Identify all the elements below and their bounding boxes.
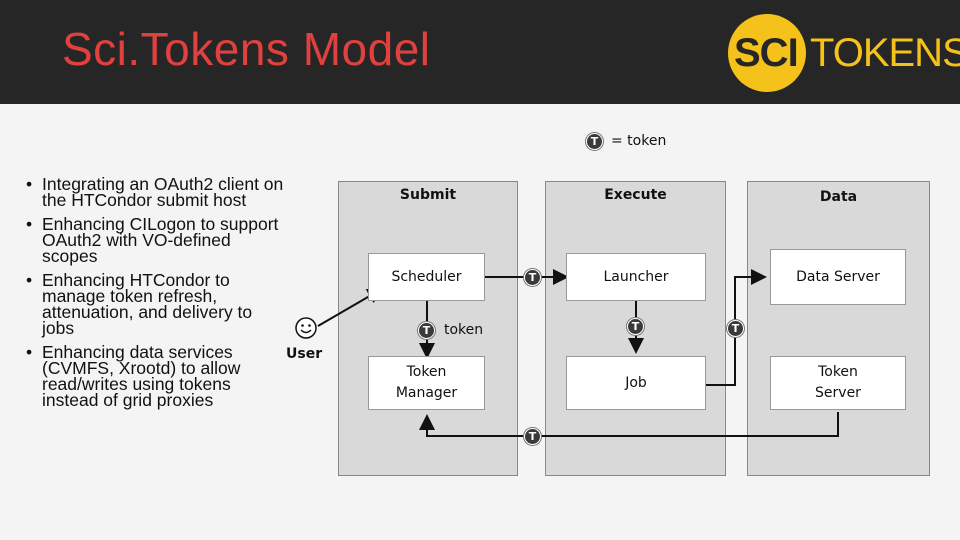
execute-panel [545, 181, 726, 476]
token-icon: T [418, 322, 435, 339]
bullet-list: Integrating an OAuth2 client on the HTCo… [26, 175, 286, 416]
token-icon: T [627, 318, 644, 335]
bullet-item: Enhancing data services (CVMFS, Xrootd) … [26, 343, 286, 409]
logo-tokens-text: TOKENS [810, 31, 960, 75]
execute-label: Execute [604, 187, 667, 203]
token-icon: T [586, 132, 603, 150]
bullet-item: Enhancing CILogon to support OAuth2 with… [26, 215, 286, 265]
launcher-box: Launcher [566, 253, 706, 301]
user-label: User [286, 346, 323, 362]
bullet-item: Enhancing HTCondor to manage token refre… [26, 271, 286, 337]
token-server-box: Token Server [770, 356, 906, 410]
logo-circle [728, 14, 806, 92]
job-box: Job [566, 356, 706, 410]
token-manager-box: Token Manager [368, 356, 485, 410]
token-icon: T [524, 269, 541, 286]
token-legend: T = token [586, 131, 666, 151]
logo-sci-text: SCI [734, 31, 799, 75]
legend-text: = token [611, 133, 667, 149]
token-icon: T [524, 428, 541, 445]
scitokens-logo: SCI TOKENS [728, 14, 960, 92]
user-smiley-icon [295, 317, 317, 339]
scheduler-box: Scheduler [368, 253, 485, 301]
token-text: token [444, 322, 484, 338]
submit-label: Submit [399, 187, 457, 203]
arrow-tokenserver-tokenmanager [419, 412, 839, 437]
bullet-item: Integrating an OAuth2 client on the HTCo… [26, 175, 286, 209]
token-icon: T [727, 320, 744, 337]
data-label: Data [819, 189, 858, 205]
data-server-box: Data Server [770, 249, 906, 305]
slide-title: Sci.Tokens Model [62, 23, 431, 75]
